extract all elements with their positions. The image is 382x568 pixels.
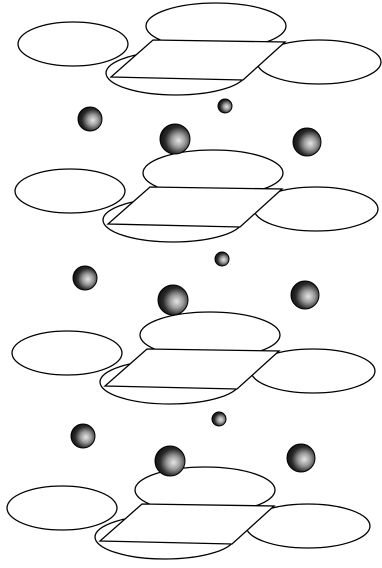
sphere-row-2 <box>73 252 319 315</box>
large-sphere <box>71 424 95 448</box>
small-sphere <box>212 412 226 426</box>
large-sphere <box>78 107 102 131</box>
large-sphere <box>160 124 190 154</box>
large-sphere <box>73 266 97 290</box>
central-parallelogram <box>108 187 282 227</box>
central-parallelogram <box>100 504 274 544</box>
sheet-layer-2 <box>15 150 378 242</box>
left-lobe <box>18 22 128 66</box>
sheet-layer-3 <box>12 312 375 404</box>
sphere-row-1 <box>78 99 321 156</box>
large-sphere <box>155 446 185 476</box>
sphere-row-3 <box>71 412 315 476</box>
left-lobe <box>15 169 125 213</box>
left-lobe <box>12 331 122 375</box>
sheet-layers <box>7 3 381 559</box>
sheet-layer-4 <box>7 467 370 559</box>
large-sphere <box>158 285 188 315</box>
sheet-layer-1 <box>18 3 381 95</box>
large-sphere <box>287 444 315 472</box>
central-parallelogram <box>105 349 279 389</box>
small-sphere <box>215 252 229 266</box>
small-sphere <box>218 99 232 113</box>
central-parallelogram <box>111 40 285 80</box>
left-lobe <box>7 486 117 530</box>
large-sphere <box>293 128 321 156</box>
large-sphere <box>291 281 319 309</box>
